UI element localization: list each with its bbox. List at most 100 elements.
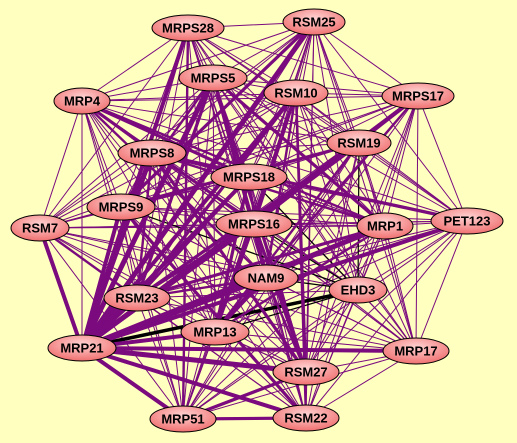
edge [81,27,189,102]
dark-edge [120,206,359,291]
edge [39,21,315,229]
edge [313,21,419,97]
node-mrp4[interactable]: MRP4 [53,87,111,115]
node-mrps18[interactable]: MRPS18 [210,163,288,191]
node-ellipse [149,405,217,433]
node-label: MRP17 [394,344,437,359]
heavy-edge [79,223,388,351]
edge [295,92,468,222]
node-label: RSM7 [22,221,58,236]
node-mrps17[interactable]: MRPS17 [381,82,455,110]
node-label: MRPS8 [130,146,175,161]
heavy-edge [213,141,361,334]
node-ellipse [180,318,250,346]
heavy-edge [264,276,308,374]
heavy-edge [119,205,308,420]
edge [182,289,359,420]
node-ellipse [381,82,455,110]
heavy-edge [150,151,308,374]
node-ellipse [47,334,117,362]
node-mrps16[interactable]: MRPS16 [215,210,293,238]
edge [187,27,419,97]
heavy-edge [119,20,316,209]
node-ellipse [53,87,111,115]
edge [265,277,417,352]
node-mrp13[interactable]: MRP13 [180,318,250,346]
heavy-edge [135,151,154,300]
node-label: MRP51 [161,412,204,427]
heavy-edge [213,175,251,334]
edge [248,92,297,178]
node-ellipse [282,8,346,36]
node-ellipse [233,264,299,292]
edge [305,220,468,373]
node-pet123[interactable]: PET123 [430,207,504,235]
node-label: EHD3 [341,283,376,298]
edge [305,289,359,373]
node-rsm23[interactable]: RSM23 [103,284,171,312]
edge [305,289,359,419]
heavy-edge [135,175,251,300]
node-ellipse [272,404,340,432]
heavy-edge [80,99,268,280]
node-mrps9[interactable]: MRPS9 [86,193,156,221]
node-mrp21[interactable]: MRP21 [47,334,117,362]
node-rsm22[interactable]: RSM22 [272,404,340,432]
node-mrp17[interactable]: MRP17 [382,337,450,365]
edge [214,331,307,419]
node-ellipse [215,210,293,238]
edge [313,21,468,222]
edge [417,95,468,222]
edge [120,95,419,208]
node-ellipse [272,358,340,386]
node-ellipse [210,163,288,191]
node-label: MRP1 [367,219,403,234]
node-mrps5[interactable]: MRPS5 [178,64,248,92]
node-mrp51[interactable]: MRP51 [149,405,217,433]
edge [358,142,386,227]
node-mrp1[interactable]: MRP1 [356,212,414,240]
heavy-edge [181,26,190,421]
node-label: RSM23 [115,291,158,306]
edge [39,152,153,229]
node-ellipse [326,129,392,157]
heavy-edge [79,345,309,375]
edge [182,77,214,420]
heavy-edge [80,346,308,420]
edge [415,95,419,352]
node-label: MRP13 [193,325,236,340]
heavy-edge [252,94,420,226]
node-label: MRP4 [64,94,101,109]
node-label: RSM19 [337,136,380,151]
edge [81,100,122,208]
edge [187,27,468,222]
node-rsm25[interactable]: RSM25 [282,8,346,36]
heavy-edge [80,346,418,353]
node-ellipse [117,139,187,167]
node-label: NAM9 [248,271,285,286]
heavy-edge [150,151,387,228]
edge [358,142,468,222]
heavy-edge [213,224,387,334]
node-mrps8[interactable]: MRPS8 [117,139,187,167]
edge [214,220,468,333]
edge [39,27,189,229]
edge [81,95,419,102]
node-label: MRPS5 [191,71,236,86]
node-rsm27[interactable]: RSM27 [272,358,340,386]
node-rsm10[interactable]: RSM10 [263,79,329,107]
node-nam9[interactable]: NAM9 [233,264,299,292]
node-label: RSM10 [274,86,317,101]
heavy-edge [38,226,84,350]
edge [313,21,417,352]
node-ehd3[interactable]: EHD3 [328,276,388,304]
node-mrps28[interactable]: MRPS28 [151,14,225,42]
heavy-edge [150,151,469,223]
edge [81,21,315,102]
node-rsm19[interactable]: RSM19 [326,129,392,157]
node-ellipse [430,207,504,235]
node-label: MRPS16 [228,217,280,232]
node-ellipse [103,284,171,312]
node-rsm7[interactable]: RSM7 [10,214,70,242]
node-ellipse [178,64,248,92]
